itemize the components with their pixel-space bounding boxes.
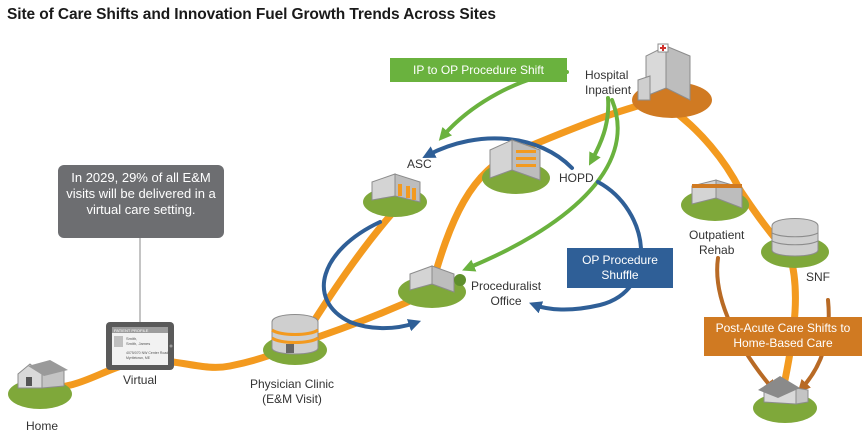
post-acute-shift-tag: Post-Acute Care Shifts to Home-Based Car… — [704, 317, 862, 356]
label-outpatient-rehab: Outpatient Rehab — [689, 228, 745, 257]
proceduralist-office-icon — [398, 265, 466, 308]
tablet-card-name-line2: Smith, James — [126, 341, 150, 346]
snf-building-icon — [761, 218, 829, 268]
path-home-to-clinic — [36, 339, 304, 392]
blue-arrow-hopd-to-asc — [422, 136, 574, 170]
outpatient-rehab-icon — [681, 179, 749, 221]
tablet-card-name-line1: Smith, — [126, 336, 137, 341]
hospital-inpatient-icon — [632, 43, 712, 118]
virtual-tablet-icon: PATIENT PROFILE Smith, Smith, James 4075… — [106, 322, 174, 370]
tablet-card-header: PATIENT PROFILE — [114, 328, 149, 333]
label-asc: ASC — [407, 157, 432, 171]
green-arrow-to-proceduralist — [462, 98, 620, 272]
virtual-care-callout: In 2029, 29% of all E&M visits will be d… — [58, 165, 224, 238]
asc-building-icon — [363, 173, 427, 217]
blue-arrow-hopd-to-proceduralist — [529, 180, 644, 314]
hopd-building-icon — [482, 139, 550, 194]
ip-to-op-tag: IP to OP Procedure Shift — [390, 58, 567, 82]
path-hospital-to-rehab — [666, 104, 744, 194]
op-procedure-shuffle-tag: OP Procedure Shuffle — [567, 248, 673, 288]
label-physician-clinic: Physician Clinic (E&M Visit) — [250, 377, 335, 406]
label-virtual: Virtual — [123, 373, 157, 387]
tablet-card-address-line1: 4075/070 NW Center Road — [126, 351, 168, 355]
label-hopd: HOPD — [559, 171, 594, 185]
physician-clinic-icon — [263, 314, 327, 365]
home-house-icon — [8, 360, 72, 409]
label-proceduralist-office: Proceduralist Office — [471, 279, 542, 308]
op-shuffle-arrows — [321, 136, 644, 332]
page-title: Site of Care Shifts and Innovation Fuel … — [7, 6, 496, 23]
home-destination-icon — [753, 376, 817, 423]
label-snf: SNF — [806, 270, 830, 284]
tablet-card-address-line2: Myrtletown, ME — [126, 356, 151, 360]
label-home: Home — [26, 419, 59, 433]
blue-arrow-asc-to-proceduralist — [321, 220, 422, 332]
green-arrow-to-hopd — [588, 96, 611, 166]
label-hospital-inpatient: Hospital Inpatient — [585, 68, 632, 97]
